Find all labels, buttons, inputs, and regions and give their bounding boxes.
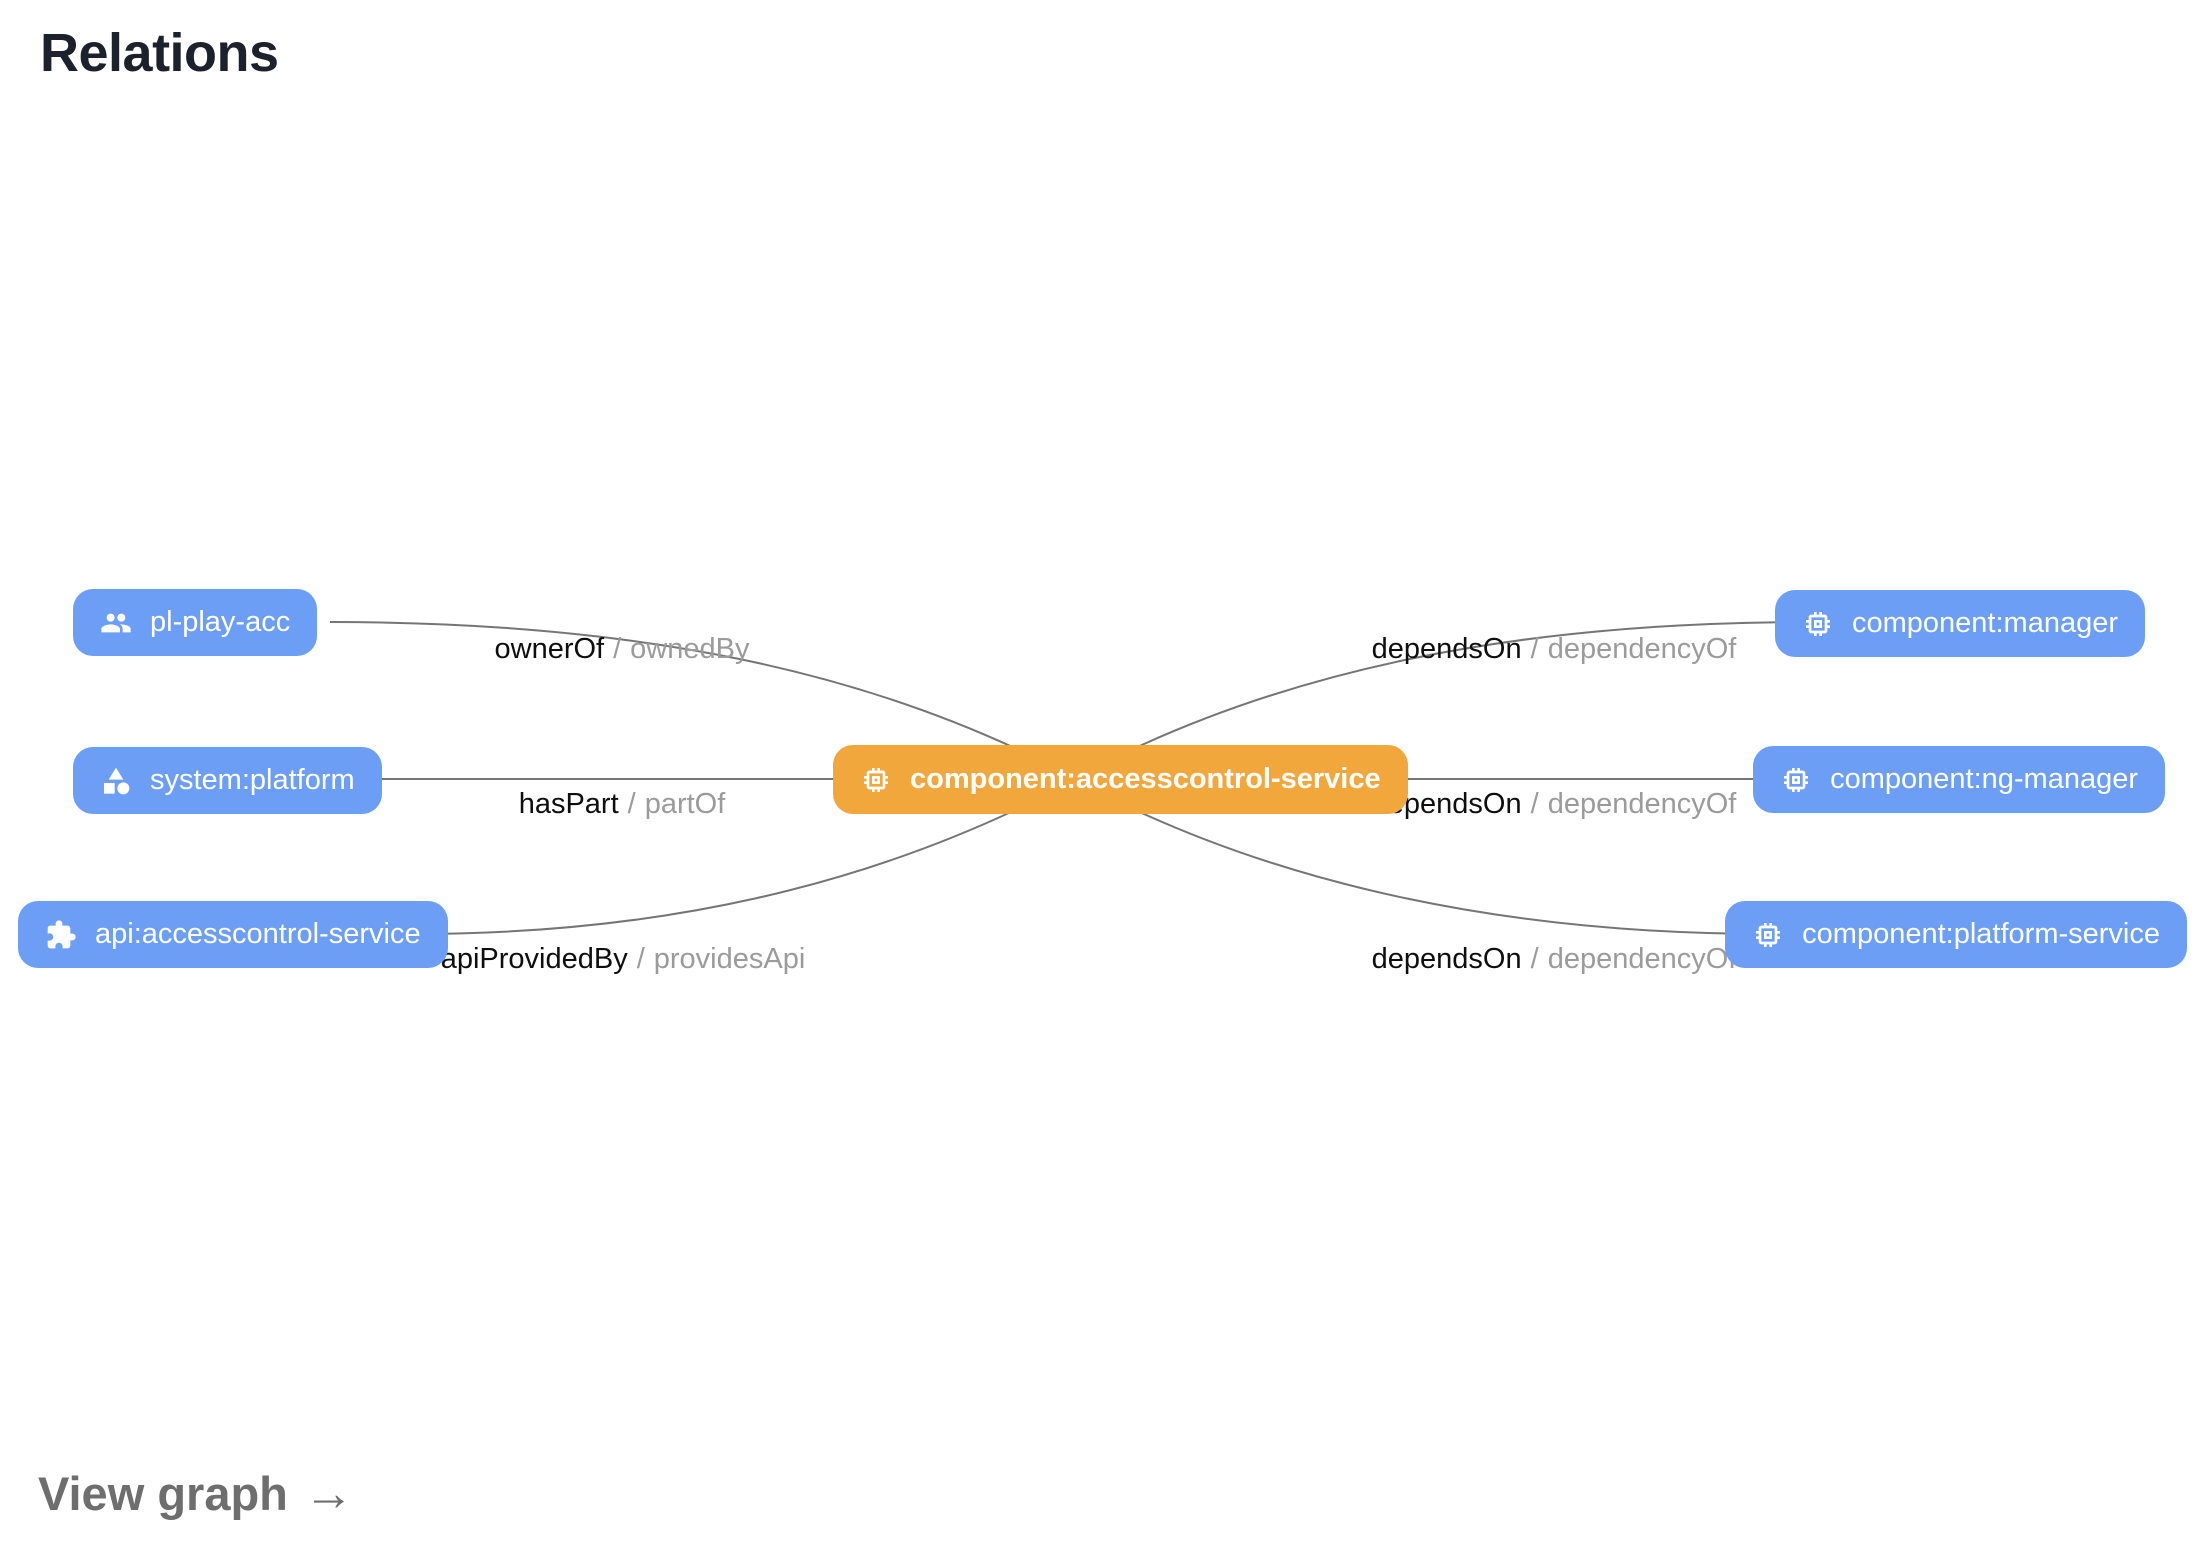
edge-dependsOn-platform-service: [1074, 779, 1771, 935]
node-system-platform[interactable]: system:platform: [73, 747, 382, 814]
relation-separator: /: [636, 943, 645, 975]
edge-label-dependsOn-platform-service: dependsOn / dependencyOf: [1372, 942, 1737, 976]
category-icon: [100, 765, 132, 797]
node-label: system:platform: [150, 764, 355, 796]
node-pl-play-acc[interactable]: pl-play-acc: [73, 589, 318, 656]
node-component-manager[interactable]: component:manager: [1775, 590, 2145, 657]
node-api-accesscontrol-service[interactable]: api:accesscontrol-service: [18, 901, 448, 968]
memory-chip-icon: [1752, 919, 1784, 951]
node-component-ng-manager[interactable]: component:ng-manager: [1753, 746, 2165, 813]
relation-separator: /: [1530, 943, 1539, 975]
arrow-right-icon: →: [303, 1465, 354, 1521]
memory-chip-icon: [1802, 608, 1834, 640]
node-label: component:manager: [1852, 607, 2118, 639]
node-component-accesscontrol-service[interactable]: component:accesscontrol-service: [833, 745, 1408, 814]
view-graph-link[interactable]: View graph →: [38, 1466, 354, 1521]
edge-label-dependsOn-manager: dependsOn / dependencyOf: [1372, 632, 1737, 666]
relation-forward: apiProvidedBy: [440, 943, 628, 975]
edge-apiProvidedBy: [413, 779, 1076, 935]
page-title: Relations: [40, 23, 279, 83]
edge-label-apiProvidedBy: apiProvidedBy / providesApi: [441, 942, 806, 976]
view-graph-label: View graph: [38, 1467, 288, 1520]
relation-forward: ownerOf: [494, 633, 605, 665]
relation-reverse: dependencyOf: [1547, 633, 1737, 665]
relation-reverse: ownedBy: [630, 633, 750, 665]
edge-ownerOf: [329, 621, 1076, 779]
extension-icon: [45, 919, 77, 951]
memory-chip-icon: [860, 764, 892, 796]
node-label: component:platform-service: [1802, 918, 2160, 950]
node-component-platform-service[interactable]: component:platform-service: [1725, 901, 2187, 968]
node-label: pl-play-acc: [150, 606, 291, 638]
relation-reverse: dependencyOf: [1547, 788, 1737, 820]
edge-label-dependsOn-ng-manager: dependsOn / dependencyOf: [1372, 787, 1737, 821]
node-label: component:accesscontrol-service: [910, 763, 1381, 795]
relation-reverse: providesApi: [653, 943, 806, 975]
relation-reverse: dependencyOf: [1547, 943, 1737, 975]
relation-separator: /: [1530, 633, 1539, 665]
node-label: api:accesscontrol-service: [95, 918, 421, 950]
node-label: component:ng-manager: [1830, 763, 2138, 795]
group-icon: [100, 607, 132, 639]
memory-chip-icon: [1780, 764, 1812, 796]
relation-forward: hasPart: [518, 788, 619, 820]
edge-label-ownerOf: ownerOf / ownedBy: [495, 632, 750, 666]
edge-label-hasPart: hasPart / partOf: [519, 787, 726, 821]
relation-separator: /: [627, 788, 636, 820]
relation-separator: /: [613, 633, 622, 665]
relation-separator: /: [1530, 788, 1539, 820]
relation-forward: dependsOn: [1371, 943, 1522, 975]
relation-reverse: partOf: [644, 788, 726, 820]
relation-forward: dependsOn: [1371, 633, 1522, 665]
edge-dependsOn-manager: [1074, 621, 1813, 779]
